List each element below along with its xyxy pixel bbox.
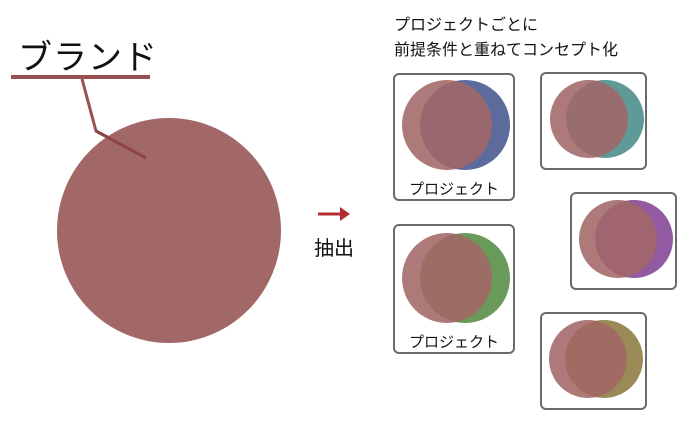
brand-leader-line-overlay <box>95 129 147 160</box>
project-card-4[interactable]: プロジェクト <box>393 224 515 354</box>
venn-icon <box>549 320 643 398</box>
brand-underline <box>11 75 150 79</box>
project-card-1[interactable]: プロジェクト <box>393 73 515 201</box>
heading-line-1: プロジェクトごとに <box>394 15 539 34</box>
right-arrow-icon <box>318 207 350 221</box>
venn-icon <box>402 233 510 323</box>
brand-circle <box>57 118 281 343</box>
project-card-5[interactable] <box>540 312 647 410</box>
project-card-3[interactable] <box>570 192 677 290</box>
concept-heading: プロジェクトごとに 前提条件と重ねてコンセプト化 <box>394 12 618 62</box>
extract-label: 抽出 <box>314 236 354 260</box>
brand-title: ブランド <box>18 38 158 78</box>
venn-icon <box>402 80 510 170</box>
extract-group: 抽出 <box>309 206 359 261</box>
heading-line-2: 前提条件と重ねてコンセプト化 <box>394 40 619 59</box>
venn-icon <box>550 80 644 158</box>
project-label: プロジェクト <box>408 333 499 351</box>
project-label: プロジェクト <box>408 180 499 198</box>
project-card-2[interactable] <box>540 72 647 170</box>
venn-icon <box>579 200 673 278</box>
